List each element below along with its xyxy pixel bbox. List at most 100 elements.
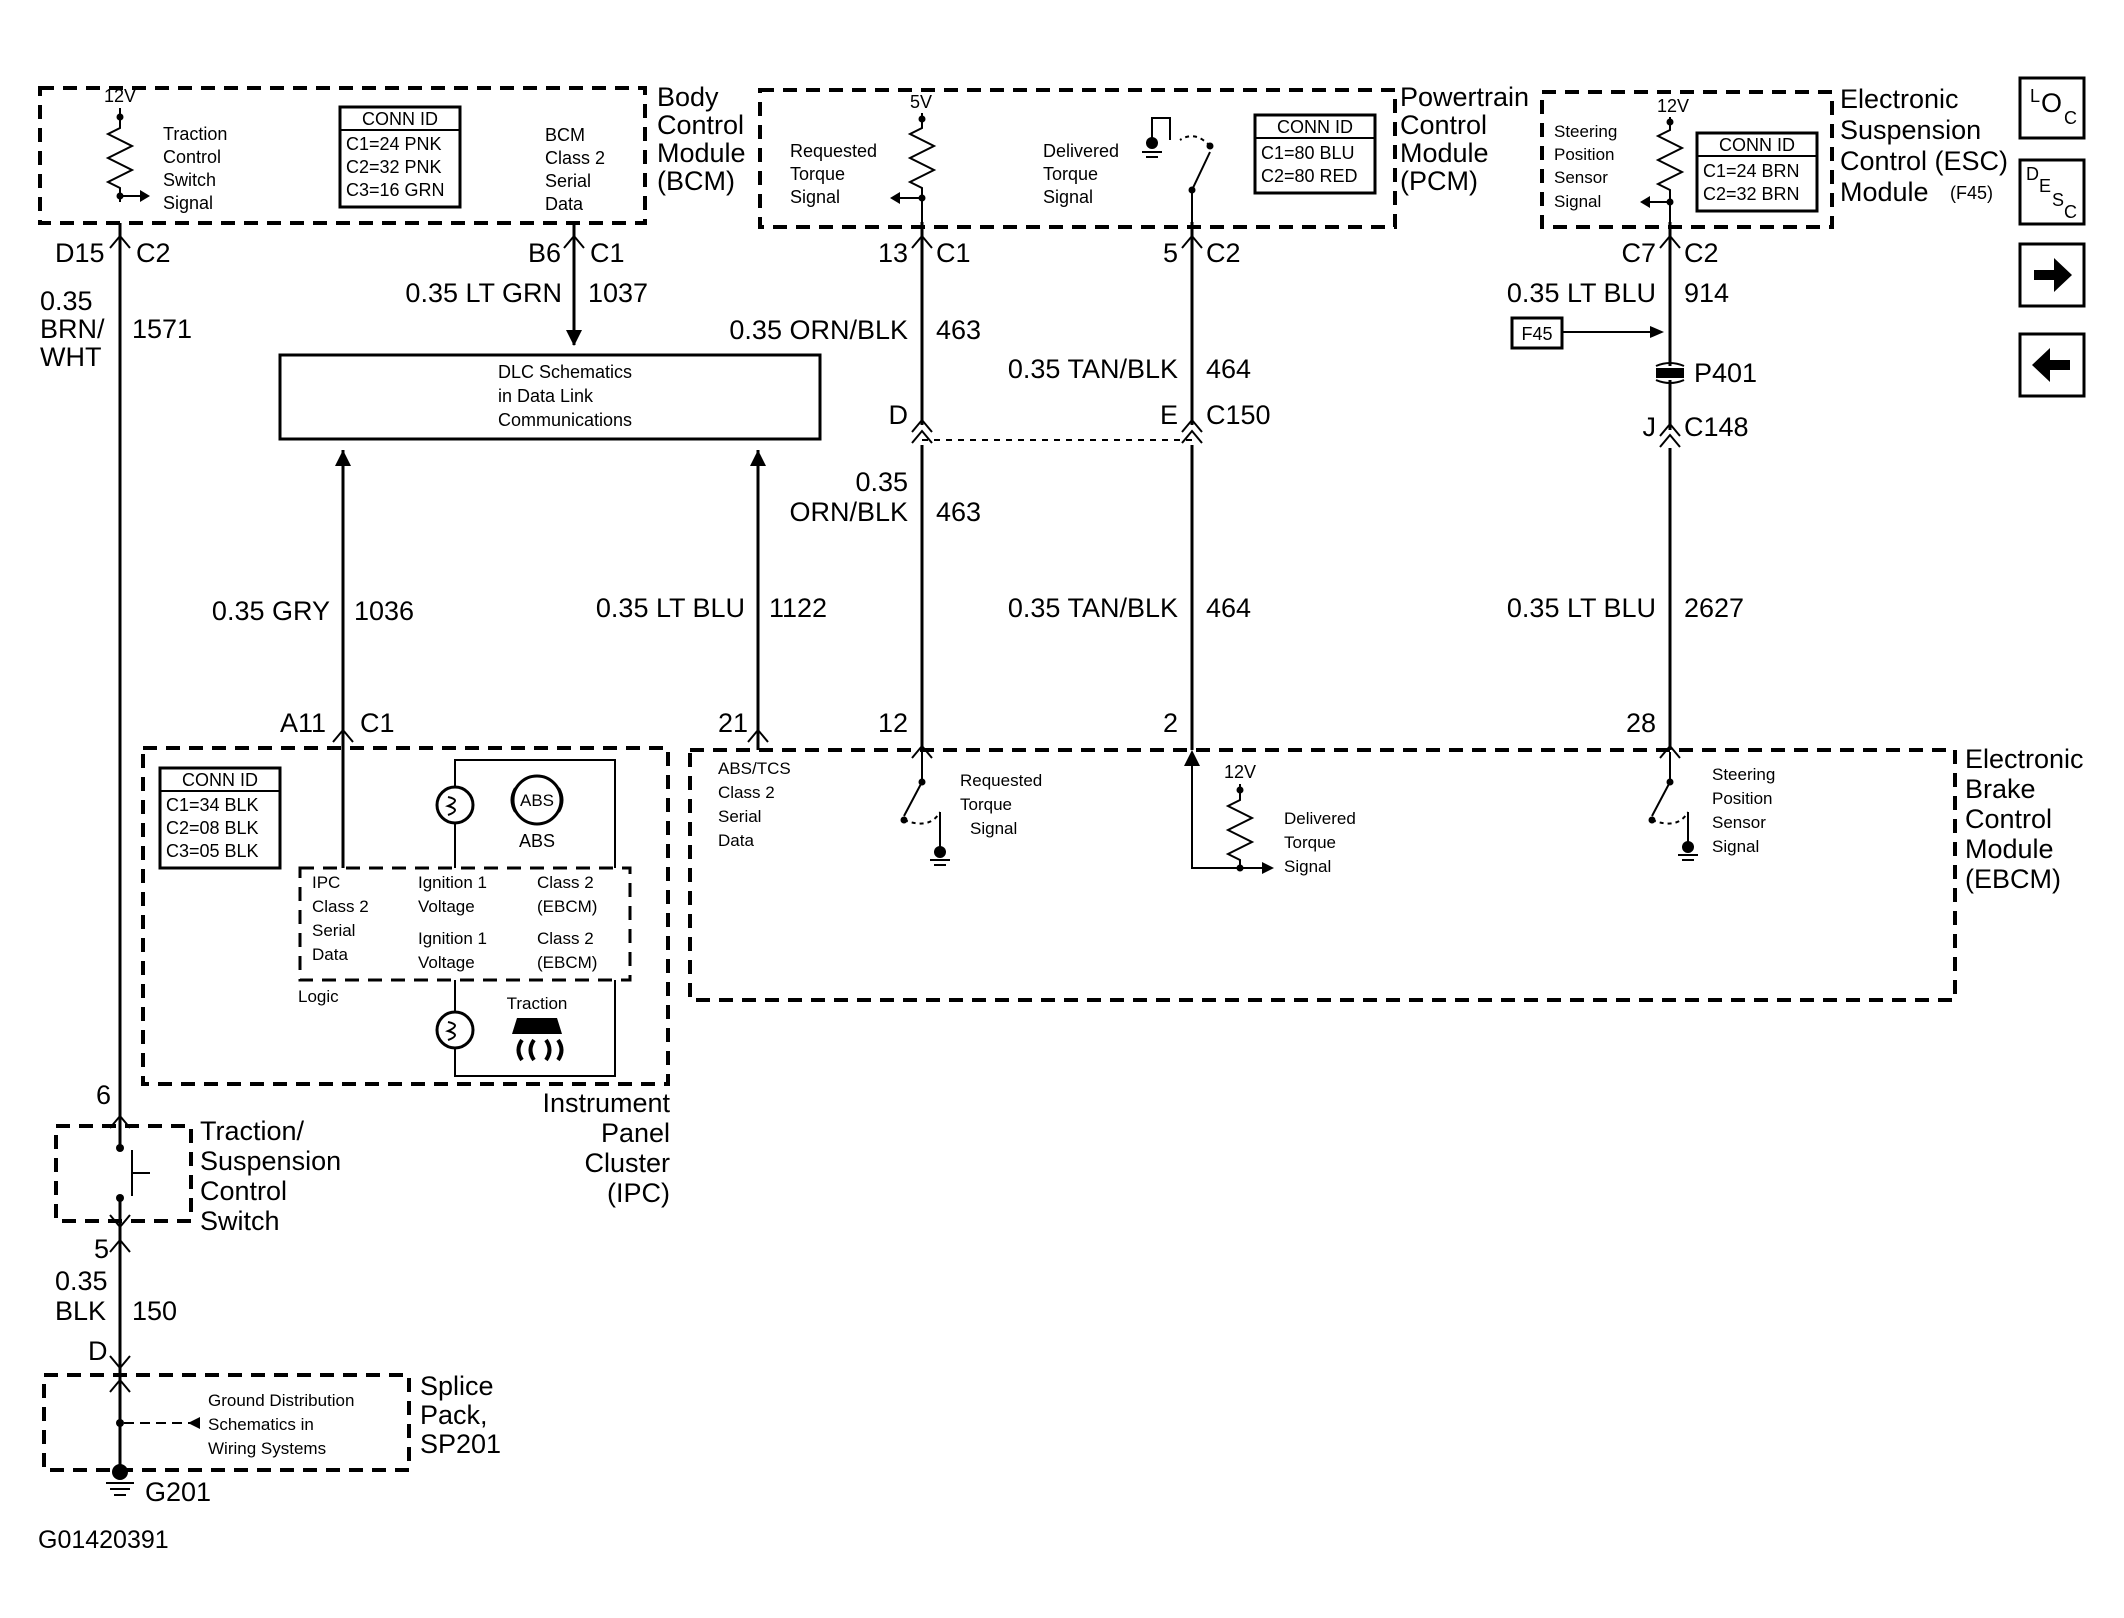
ebcm-requested-1: Requested xyxy=(960,771,1042,790)
w1037-circuit: 1037 xyxy=(588,278,648,308)
next-page-button[interactable] xyxy=(2018,242,2086,308)
bcm-serial-3: Serial xyxy=(545,171,591,191)
esc-name-2: Suspension xyxy=(1840,115,1981,145)
bcm-signal-4: Signal xyxy=(163,193,213,213)
wire-464: 5 C2 0.35 TAN/BLK 464 E C150 0.35 TAN/BL… xyxy=(1008,222,1271,766)
w1037-label: 0.35 LT GRN xyxy=(405,278,562,308)
esc-connector-c2: C2 xyxy=(1684,238,1719,268)
esc-pullup-resistor xyxy=(1650,117,1685,222)
bcm-name-4: (BCM) xyxy=(657,166,735,196)
esc-module: Electronic Suspension Control (ESC) Modu… xyxy=(1540,84,2008,229)
pcm-connector-c2: C2 xyxy=(1206,238,1241,268)
bcm-node-2 xyxy=(116,192,124,200)
wire-150: 5 0.35 BLK 150 D xyxy=(55,1228,177,1370)
ipc-serial-3: Serial xyxy=(312,921,355,940)
figure-id: G01420391 xyxy=(38,1526,169,1554)
pcm-pullup-resistor xyxy=(900,113,937,222)
ipc-boundary xyxy=(141,746,670,1086)
loc-button[interactable]: L O C xyxy=(2018,76,2086,140)
esc-conn-title: CONN ID xyxy=(1719,135,1795,155)
pcm-delivered-switch xyxy=(1191,151,1211,222)
ebcm-name-3: Control xyxy=(1965,804,2052,834)
esc-signal-2: Position xyxy=(1554,145,1614,164)
ipc-ign2-2: Voltage xyxy=(418,953,475,972)
ipc-ign2-1: Ignition 1 xyxy=(418,929,487,948)
ebcm-steering-4: Signal xyxy=(1712,837,1759,856)
p401-splice-icon xyxy=(1655,362,1685,384)
c150-pin-e: E xyxy=(1160,400,1178,430)
w464-top-label: 0.35 TAN/BLK xyxy=(1008,354,1178,384)
w1571-color-2: WHT xyxy=(40,342,101,372)
desc-letter-e: E xyxy=(2039,176,2051,196)
splice-pack-sp201: Ground Distribution Schematics in Wiring… xyxy=(42,1368,501,1507)
bcm-module: Body Control Module (BCM) 12V Traction C… xyxy=(38,82,746,225)
ebcm-name-4: Module xyxy=(1965,834,2054,864)
esc-conn-c2: C2=32 BRN xyxy=(1703,184,1800,204)
w463-top-circuit: 463 xyxy=(936,315,981,345)
pcm-voltage: 5V xyxy=(910,92,932,112)
ebcm-serial-4: Data xyxy=(718,831,754,850)
wire-463: 13 C1 0.35 ORN/BLK 463 D 0.35 ORN/BLK 46… xyxy=(729,222,981,759)
dlc-reference-box[interactable]: DLC Schematics in Data Link Communicatio… xyxy=(278,353,822,441)
f45-reference-button[interactable]: F45 xyxy=(1510,316,1664,350)
abs-warning-icon xyxy=(511,774,563,826)
w150-circuit: 150 xyxy=(132,1296,177,1326)
bcm-pullup-resistor xyxy=(105,108,140,202)
ebcm-name-2: Brake xyxy=(1965,774,2036,804)
desc-button[interactable]: D E S C xyxy=(2018,158,2086,226)
pcm-module: Powertrain Control Module (PCM) 5V Reque… xyxy=(758,82,1529,229)
switch-name-3: Control xyxy=(200,1176,287,1206)
w463-top-label: 0.35 ORN/BLK xyxy=(729,315,908,345)
momentary-switch-icon xyxy=(131,1150,150,1196)
w2627-label: 0.35 LT BLU xyxy=(1507,593,1656,623)
pcm-conn-c2: C2=80 RED xyxy=(1261,166,1358,186)
abs-icon-text: ABS xyxy=(520,791,554,810)
ipc-conn-c2: C2=08 BLK xyxy=(166,818,259,838)
bcm-voltage: 12V xyxy=(104,86,136,106)
bcm-serial-2: Class 2 xyxy=(545,148,605,168)
c148-pin-j: J xyxy=(1643,412,1657,442)
pcm-conn-title: CONN ID xyxy=(1277,117,1353,137)
bcm-conn-id: CONN ID C1=24 PNK C2=32 PNK C3=16 GRN xyxy=(338,105,462,209)
wire-1122: 0.35 LT BLU 1122 21 xyxy=(596,450,827,750)
w1122-circuit: 1122 xyxy=(769,593,827,623)
abs-label: ABS xyxy=(519,831,555,851)
w2627-circuit: 2627 xyxy=(1684,593,1744,623)
ipc-serial-2: Class 2 xyxy=(312,897,369,916)
bcm-arrow xyxy=(140,190,150,202)
switch-pin-5: 5 xyxy=(94,1234,109,1264)
esc-name-3: Control (ESC) xyxy=(1840,146,2008,176)
ebcm-serial-2: Class 2 xyxy=(718,783,775,802)
splice-ref-3: Wiring Systems xyxy=(208,1439,326,1458)
pcm-boundary xyxy=(758,88,1397,229)
bcm-connector-c1: C1 xyxy=(590,238,625,268)
splice-name-1: Splice xyxy=(420,1371,494,1401)
w463-bot-size: 0.35 xyxy=(855,467,908,497)
ipc-conn-c3: C3=05 BLK xyxy=(166,841,259,861)
previous-page-button[interactable] xyxy=(2018,332,2086,398)
bcm-conn-c2: C2=32 PNK xyxy=(346,157,442,177)
ipc-conn-title: CONN ID xyxy=(182,770,258,790)
switch-name-4: Switch xyxy=(200,1206,280,1236)
wire-914: C7 C2 0.35 LT BLU 914 P401 J C148 0.35 L… xyxy=(1507,222,1757,759)
ebcm-steering-2: Position xyxy=(1712,789,1772,808)
ipc-name-2: Panel xyxy=(601,1118,670,1148)
traction-label: Traction xyxy=(507,994,568,1013)
left-arrow-icon xyxy=(2032,348,2070,382)
w914-circuit: 914 xyxy=(1684,278,1729,308)
bcm-conn-c1: C1=24 PNK xyxy=(346,134,442,154)
ipc-serial-1: IPC xyxy=(312,873,340,892)
ebcm-name-5: (EBCM) xyxy=(1965,864,2061,894)
ipc-ebcm1-2: (EBCM) xyxy=(537,897,597,916)
bcm-connector-c2: C2 xyxy=(136,238,171,268)
bcm-serial-4: Data xyxy=(545,194,584,214)
bcm-pin-d15: D15 xyxy=(55,238,105,268)
w464-bot-label: 0.35 TAN/BLK xyxy=(1008,593,1178,623)
bcm-pin-b6: B6 xyxy=(528,238,561,268)
ipc-conn-id: CONN ID C1=34 BLK C2=08 BLK C3=05 BLK xyxy=(158,766,282,870)
pcm-name-3: Module xyxy=(1400,138,1489,168)
traction-warning-icon xyxy=(512,1018,564,1062)
ipc-name-4: (IPC) xyxy=(607,1178,670,1208)
ground-g201-label: G201 xyxy=(145,1477,211,1507)
